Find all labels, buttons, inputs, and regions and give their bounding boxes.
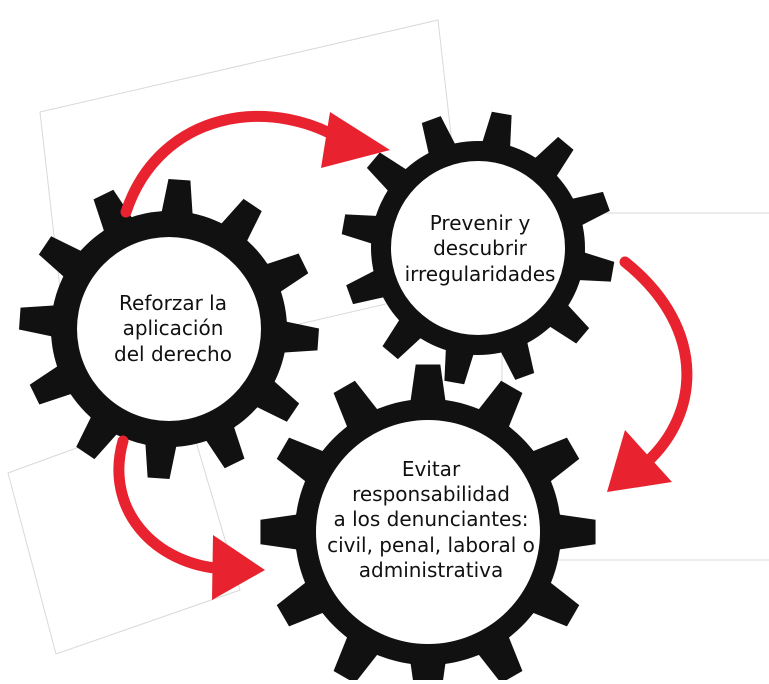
gear-bottom [260, 364, 596, 684]
gear-bottom-center [316, 420, 540, 644]
gear-left [19, 179, 319, 479]
arrow-top [120, 111, 356, 218]
arrows [113, 111, 693, 600]
arrow-right-head [607, 430, 672, 492]
arrow-top-head [321, 112, 390, 168]
arrow-right [619, 256, 693, 474]
gear-top-center [391, 161, 565, 335]
arrow-left [113, 435, 231, 575]
arrow-left-head [212, 535, 265, 600]
gear-left-center [77, 237, 261, 421]
gear-top [341, 111, 615, 385]
